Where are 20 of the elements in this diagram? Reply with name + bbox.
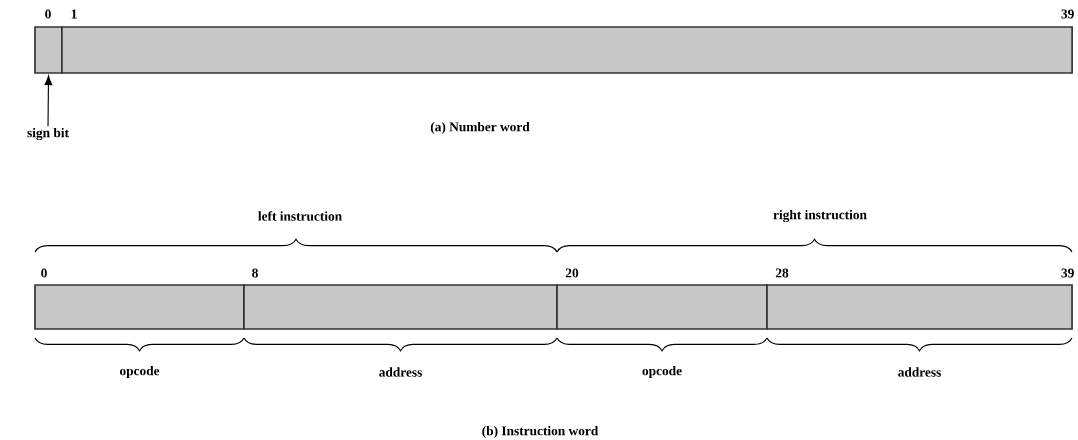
- caption: (b) Instruction word: [482, 425, 599, 439]
- bit-field: [34, 284, 245, 330]
- bit-field: [556, 284, 768, 330]
- bit-number: 8: [252, 268, 258, 278]
- field-label: opcode: [642, 365, 682, 379]
- bit-field: [34, 26, 63, 74]
- bit-number: 20: [565, 268, 579, 278]
- bit-number: 28: [775, 268, 789, 278]
- field-label: left instruction: [258, 211, 342, 221]
- field-label: right instruction: [773, 209, 867, 223]
- arrow: [44, 75, 53, 127]
- bit-field: [766, 284, 1073, 330]
- field-label: opcode: [120, 365, 160, 379]
- field-label: address: [379, 367, 422, 377]
- bit-number: 0: [45, 9, 51, 19]
- label-text: sign bit: [27, 127, 69, 141]
- bit-number: 1: [71, 9, 77, 19]
- bit-field: [243, 284, 558, 330]
- field-label: address: [898, 367, 941, 377]
- caption: (a) Number word: [430, 121, 530, 135]
